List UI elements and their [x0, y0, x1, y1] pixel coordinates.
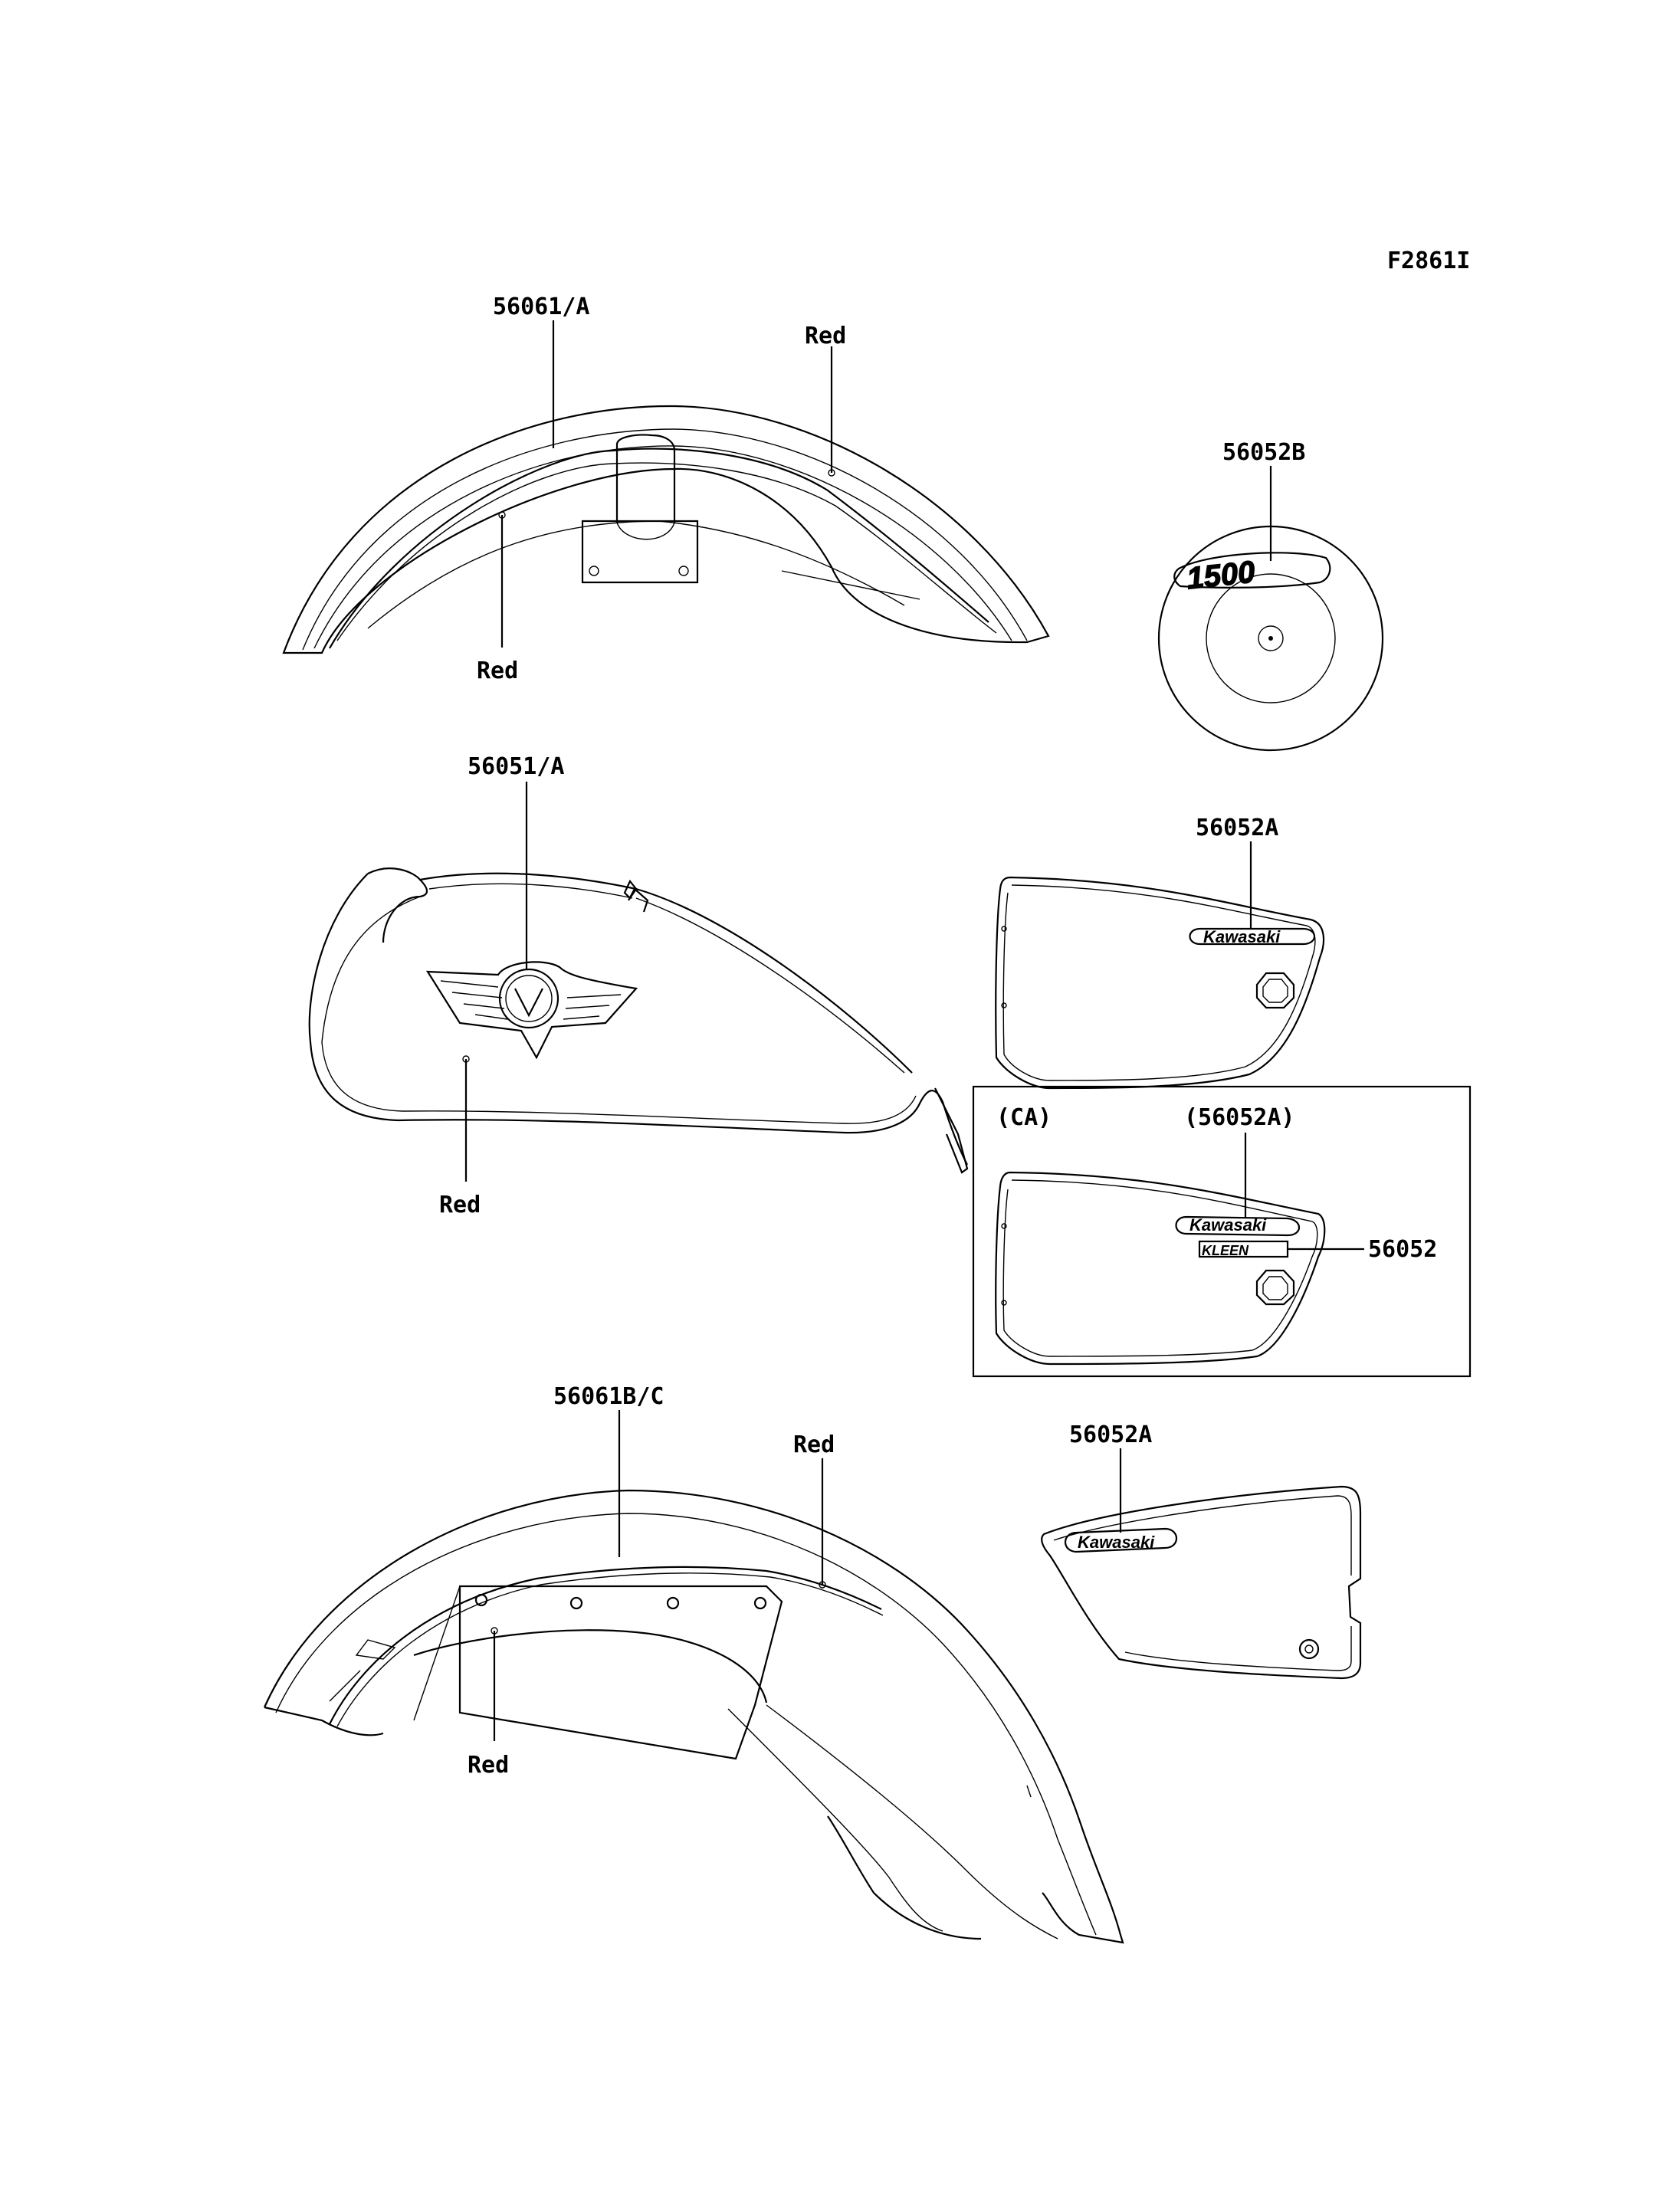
label-56052b: 56052B — [1222, 439, 1305, 466]
emblem-1500-text: 1500 — [1185, 555, 1256, 595]
ca-box — [972, 1085, 1472, 1378]
label-front-red-top: Red — [805, 323, 846, 349]
label-56061a: 56061/A — [493, 293, 589, 320]
side-cover-upper-logo: Kawasaki — [1203, 927, 1281, 946]
label-56061bc: 56061B/C — [553, 1383, 664, 1410]
label-56051a: 56051/A — [468, 753, 564, 780]
label-ca-56052a: (56052A) — [1184, 1104, 1295, 1131]
label-rear-red-bottom: Red — [468, 1752, 509, 1779]
label-56052: 56052 — [1368, 1236, 1437, 1263]
ca-side-cover-logo: Kawasaki — [1189, 1215, 1267, 1235]
side-cover-lower — [1041, 1485, 1362, 1680]
label-ca: (CA) — [996, 1104, 1052, 1131]
front-fender — [282, 405, 1050, 654]
label-tank-red: Red — [439, 1192, 481, 1218]
side-cover-upper — [995, 876, 1324, 1090]
label-56052a-lower: 56052A — [1069, 1421, 1152, 1448]
label-front-red-bottom: Red — [477, 657, 518, 684]
figure-id: F2861I — [1387, 248, 1470, 274]
fuel-tank — [308, 867, 969, 1174]
label-56052a-upper: 56052A — [1196, 815, 1278, 841]
rear-fender — [263, 1489, 1124, 1944]
side-cover-lower-logo: Kawasaki — [1078, 1533, 1155, 1552]
ca-kleen-label-text: KLEEN — [1202, 1243, 1249, 1258]
label-rear-red-top: Red — [793, 1431, 835, 1458]
emblem-cover: 1500 — [1157, 525, 1384, 752]
